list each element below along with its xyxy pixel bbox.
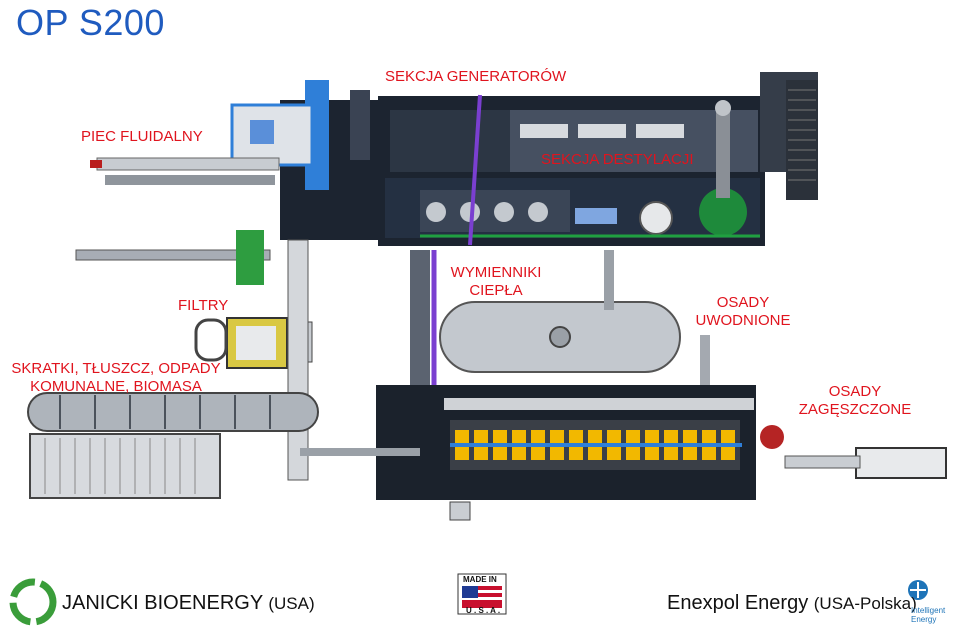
label-thickened: OSADY ZAGĘSZCZONE bbox=[790, 383, 920, 419]
made-in-usa-icon bbox=[457, 573, 507, 615]
footer-enexpol-sub: (USA-Polska) bbox=[813, 594, 917, 613]
logo-line1: Intelligent bbox=[911, 606, 946, 615]
heat-exchanger bbox=[410, 250, 710, 420]
waste-conveyor bbox=[27, 392, 319, 499]
label-waste-line2: KOMUNALNE, BIOMASA bbox=[30, 378, 202, 395]
footer-enexpol-main: Enexpol Energy bbox=[667, 592, 809, 614]
label-filters: FILTRY bbox=[178, 297, 229, 314]
label-thickened-line1: OSADY bbox=[828, 383, 882, 400]
intelligent-energy-icon bbox=[908, 580, 928, 600]
footer-janicki-sub: (USA) bbox=[268, 594, 315, 613]
label-heat-exchangers-line2: CIEPŁA bbox=[469, 282, 523, 299]
label-distillation: SEKCJA DESTYLACJI bbox=[541, 151, 694, 168]
label-thickened-line2: ZAGĘSZCZONE bbox=[798, 401, 912, 418]
label-dewatered-line2: UWODNIONE bbox=[695, 312, 791, 329]
label-heat-exchangers-line1: WYMIENNIKI bbox=[450, 264, 542, 281]
label-fluid-furnace: PIEC FLUIDALNY bbox=[81, 128, 203, 145]
label-waste: SKRATKI, TŁUSZCZ, ODPADY KOMUNALNE, BIOM… bbox=[0, 360, 232, 396]
page-title: OP S200 bbox=[16, 2, 165, 43]
label-heat-exchangers: WYMIENNIKI CIEPŁA bbox=[436, 264, 556, 300]
furnace-block bbox=[90, 80, 380, 240]
label-dewatered-line1: OSADY bbox=[716, 294, 770, 311]
recycle-icon bbox=[9, 578, 57, 626]
usa-text: U . S . A . bbox=[466, 606, 501, 615]
footer-enexpol: Enexpol Energy (USA-Polska) bbox=[667, 592, 917, 615]
made-in-text: MADE IN bbox=[463, 575, 497, 584]
label-dewatered: OSADY UWODNIONE bbox=[688, 294, 798, 330]
dryer-drum bbox=[300, 385, 947, 521]
intelligent-energy-text: Intelligent Energy bbox=[911, 606, 945, 624]
distillation-block bbox=[378, 72, 818, 246]
footer-janicki-main: JANICKI BIOENERGY bbox=[62, 592, 263, 614]
logo-line2: Energy bbox=[911, 615, 937, 624]
label-waste-line1: SKRATKI, TŁUSZCZ, ODPADY bbox=[11, 360, 221, 377]
label-generators: SEKCJA GENERATORÓW bbox=[385, 68, 567, 85]
footer-janicki: JANICKI BIOENERGY (USA) bbox=[62, 592, 315, 615]
